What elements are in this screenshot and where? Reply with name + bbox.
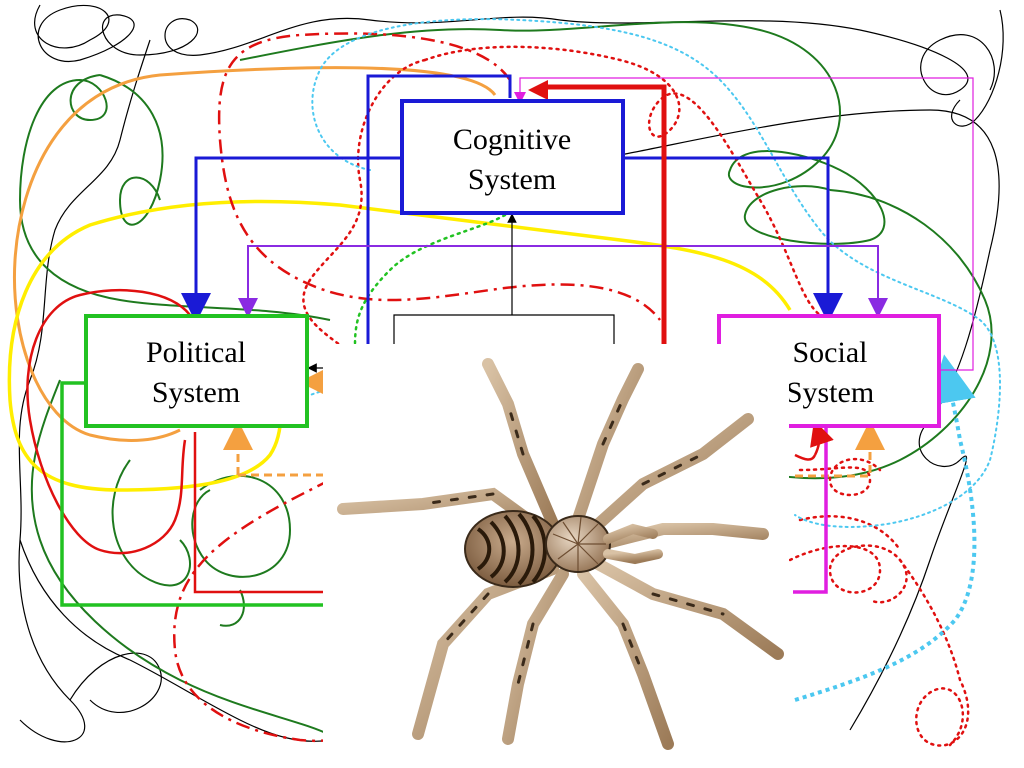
red-dash-dot-curves [173, 32, 661, 743]
green-frame-line [60, 381, 328, 607]
cognitive-system-box [400, 99, 625, 215]
political-label-line1: Political [146, 336, 246, 369]
cognitive-label-line2: System [467, 163, 557, 196]
green-dotted-curve [353, 213, 507, 347]
spider-icon [337, 358, 784, 750]
red-thick-arrowhead [528, 80, 548, 100]
political-system-label: Political System [88, 333, 304, 413]
red-curves [26, 288, 330, 594]
magenta-connectors [514, 77, 974, 371]
red-short-segments [794, 420, 834, 461]
orange-curve [12, 66, 497, 442]
cognitive-system-label: Cognitive System [404, 120, 620, 200]
spider-legs [337, 358, 784, 750]
cyan-thick-dotted-arrow [794, 354, 977, 702]
spider-cephalothorax [545, 515, 611, 573]
purple-connectors [238, 245, 888, 318]
political-label-line2: System [151, 376, 241, 409]
red-thick-connector [540, 84, 667, 345]
spider-pedipalps [603, 523, 663, 565]
blue-connectors [181, 74, 843, 345]
red-dotted-curves [302, 45, 970, 747]
cognitive-label-line1: Cognitive [452, 123, 572, 156]
social-system-label: Social System [722, 333, 938, 413]
yellow-curve [7, 199, 792, 492]
political-system-box [84, 314, 309, 428]
magenta-frame-line [793, 428, 828, 594]
social-label-line1: Social [792, 336, 868, 369]
spider-illustration-panel [323, 344, 789, 768]
social-label-line2: System [785, 376, 875, 409]
